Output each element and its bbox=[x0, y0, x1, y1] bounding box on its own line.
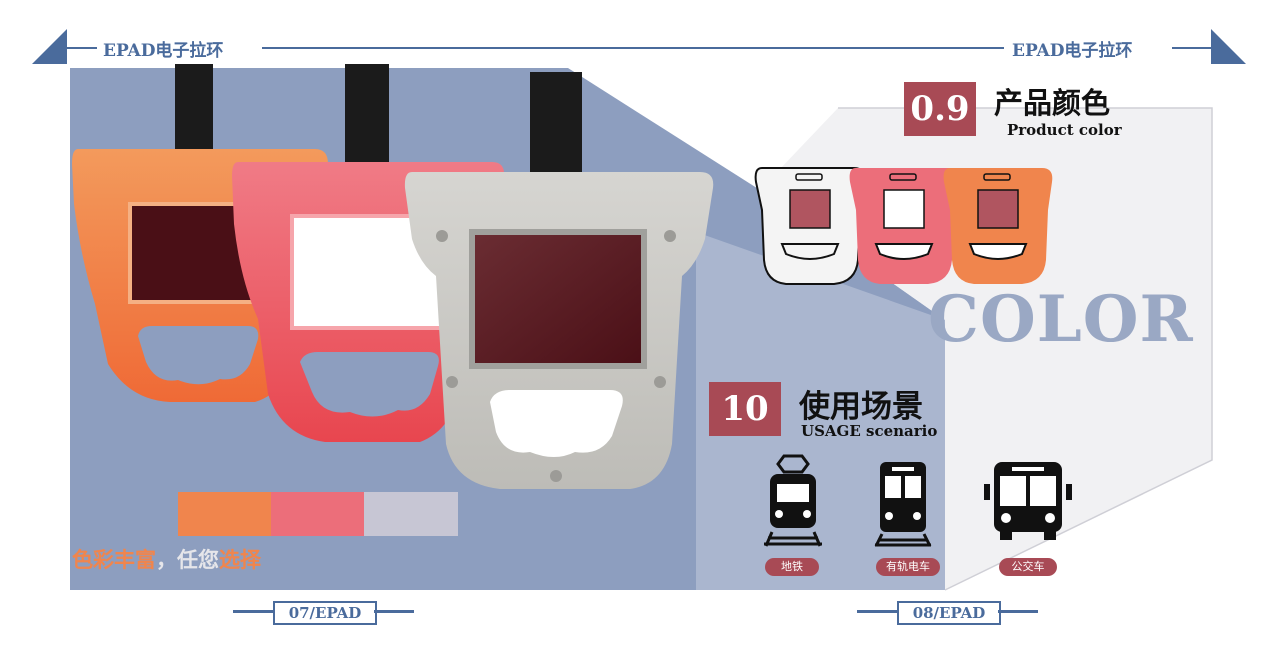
tram-icon bbox=[874, 462, 932, 547]
variant-white-icon bbox=[754, 167, 866, 285]
swatch-gray bbox=[364, 492, 458, 536]
section-number-color: 0.9 bbox=[904, 82, 976, 136]
scene-label-metro: 地铁 bbox=[765, 558, 819, 576]
slogan-sep: ， bbox=[156, 548, 177, 572]
variant-pink-icon bbox=[849, 168, 959, 284]
section-number-usage: 10 bbox=[709, 382, 781, 436]
header-rule-right bbox=[1172, 47, 1212, 49]
section-title-usage: 使用场景 bbox=[799, 389, 923, 425]
swatch-orange bbox=[178, 492, 271, 536]
header-rule-middle bbox=[262, 47, 1004, 49]
slogan: 色彩丰富，任您选择 bbox=[72, 544, 261, 574]
header-rule-left bbox=[67, 47, 97, 49]
footer-page-left: 07/EPAD bbox=[273, 601, 377, 625]
slogan-part1: 色彩丰富 bbox=[72, 548, 156, 572]
product-handles-image bbox=[72, 64, 714, 489]
section-subtitle-usage: USAGE scenario bbox=[801, 422, 938, 440]
scene-label-tram: 有轨电车 bbox=[876, 558, 940, 576]
footer-page-right: 08/EPAD bbox=[897, 601, 1001, 625]
color-variants-illustration bbox=[754, 167, 1053, 285]
header-title-right: EPAD电子拉环 bbox=[1012, 41, 1133, 61]
slogan-part2: 任您 bbox=[177, 548, 219, 572]
gray-handle bbox=[404, 72, 714, 489]
slogan-part3: 选择 bbox=[219, 548, 261, 572]
metro-train-icon bbox=[764, 454, 822, 547]
footer-rule-right-b bbox=[998, 610, 1038, 613]
variant-orange-icon bbox=[943, 168, 1053, 284]
header-arrow-right bbox=[1211, 29, 1246, 64]
header-arrow-left bbox=[32, 29, 67, 64]
section-subtitle-color: Product color bbox=[1007, 121, 1122, 139]
footer-rule-right-a bbox=[857, 610, 897, 613]
section-title-color: 产品颜色 bbox=[994, 86, 1111, 120]
footer-rule-left-a bbox=[233, 610, 273, 613]
color-watermark: COLOR bbox=[928, 282, 1194, 357]
header-title-left: EPAD电子拉环 bbox=[103, 41, 224, 61]
footer-rule-left-b bbox=[374, 610, 414, 613]
swatch-pink bbox=[271, 492, 364, 536]
bus-icon bbox=[984, 462, 1072, 540]
scene-label-bus: 公交车 bbox=[999, 558, 1057, 576]
